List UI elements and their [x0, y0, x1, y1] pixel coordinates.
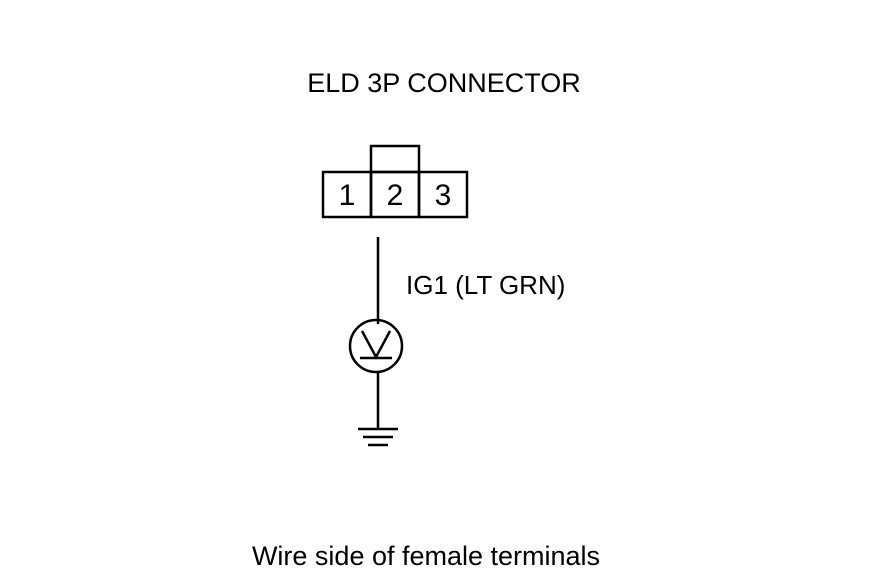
diagram-caption: Wire side of female terminals [252, 541, 600, 571]
wire-label: IG1 (LT GRN) [406, 270, 565, 300]
connector-pin-label-2: 2 [387, 179, 404, 212]
diagram-title: ELD 3P CONNECTOR [307, 68, 581, 98]
connector-pin-label-1: 1 [339, 179, 356, 212]
connector-lock-tab [369, 144, 421, 174]
connector-pin-label-3: 3 [435, 179, 452, 212]
voltmeter-icon [348, 318, 404, 374]
connector-pin-cell-3 [417, 170, 469, 219]
connector-3p: 1 2 3 [321, 144, 469, 219]
ground-icon [358, 427, 398, 447]
